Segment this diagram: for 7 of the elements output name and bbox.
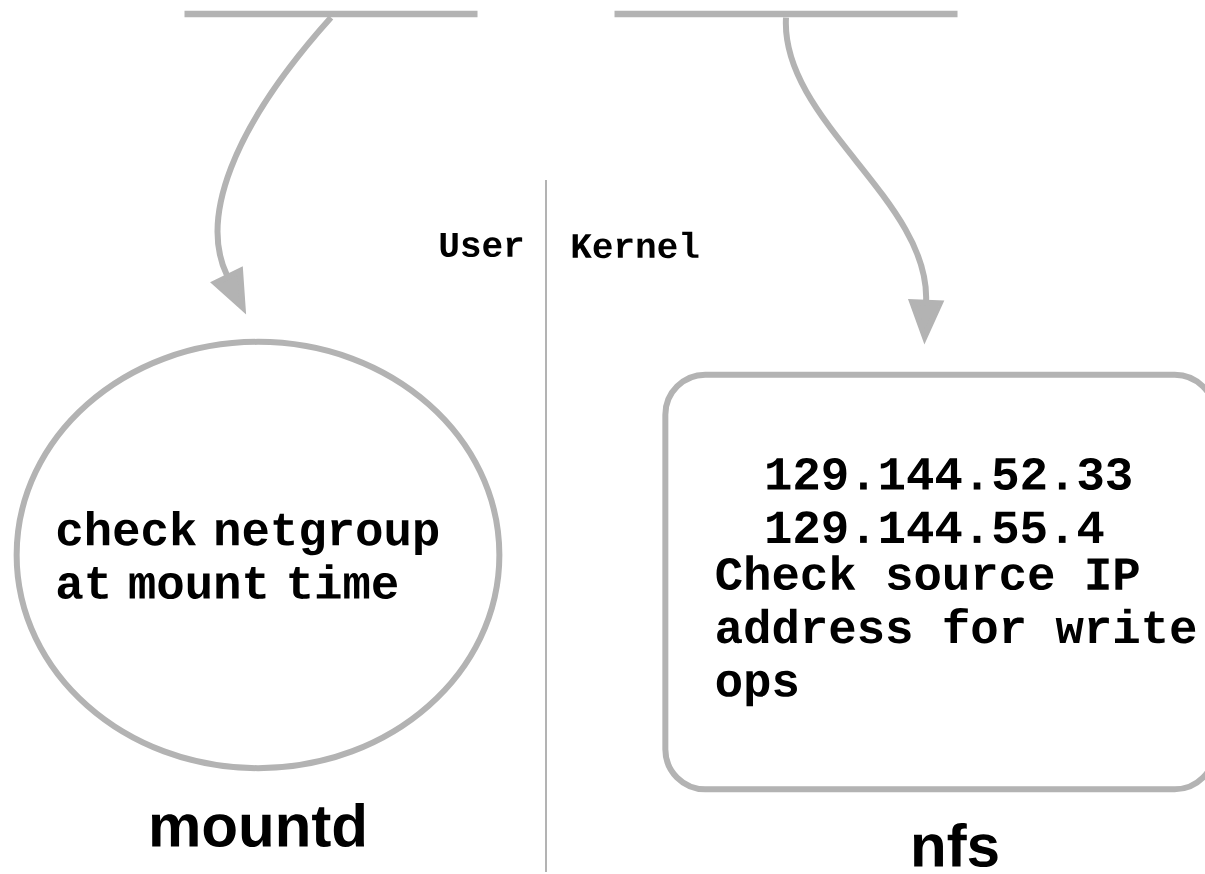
process-box: 129.144.52.33 129.144.55.4 Check source IP address for write ops: [662, 371, 1205, 793]
node-caption: mountd: [152, 803, 364, 848]
region-label: Kernel: [572, 231, 699, 259]
node-caption: nfs: [913, 823, 998, 868]
top-bar: [614, 10, 958, 18]
region-label: User: [440, 232, 523, 258]
top-bar: [184, 10, 478, 18]
